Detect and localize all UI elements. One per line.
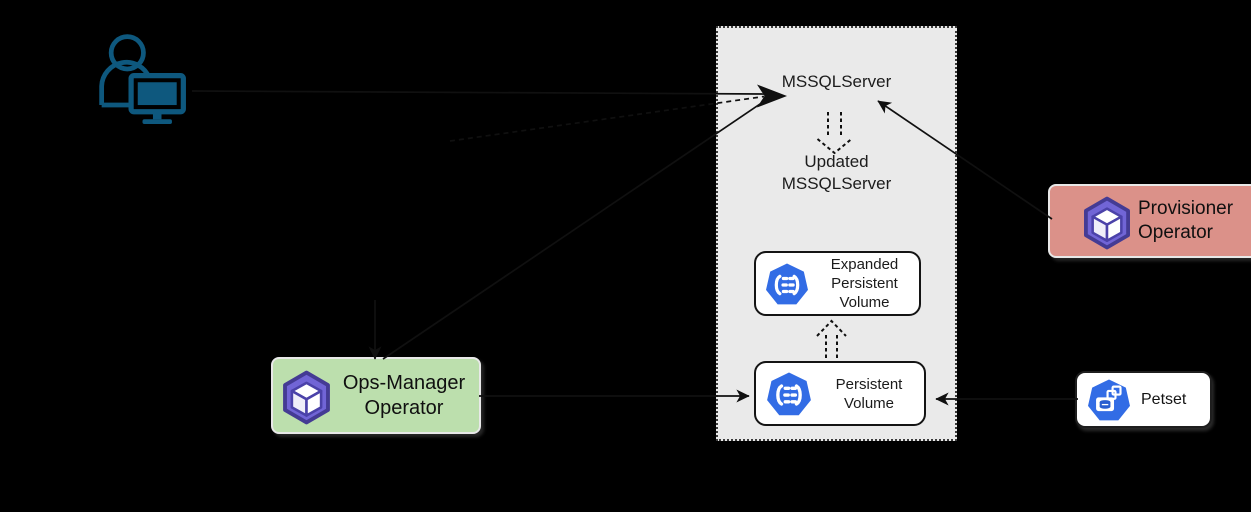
- epv-line1: Expanded: [830, 256, 899, 273]
- expanded-persistent-volume-node: Expanded Persistent Volume: [754, 251, 921, 316]
- pv-line2: Volume: [843, 394, 895, 412]
- operator-cube-icon: [1084, 196, 1130, 250]
- kubernetes-volume-icon: [767, 372, 811, 416]
- ops-manager-operator-node: Ops-Manager Operator: [271, 357, 481, 434]
- pv-line1: Persistent: [835, 375, 903, 393]
- arrow-ops-manager-to-mssqlserver: [382, 99, 767, 360]
- provisioner-line2: Operator: [1138, 222, 1213, 243]
- updated-mssqlserver-label: Updated MSSQLServer: [716, 151, 957, 195]
- kubernetes-petset-icon: [1088, 379, 1130, 421]
- kubernetes-volume-icon: [766, 263, 808, 305]
- petset-label: Petset: [1141, 390, 1187, 408]
- petset-node: Petset: [1075, 371, 1212, 428]
- epv-line2: Persistent: [831, 275, 898, 292]
- person-at-computer-icon: [99, 34, 186, 125]
- ops-manager-line1: Ops-Manager: [342, 371, 466, 394]
- arrow-user-to-mssqlserver: [191, 90, 765, 95]
- ops-manager-line2: Operator: [364, 396, 444, 419]
- operator-cube-icon: [283, 370, 330, 425]
- provisioner-line1: Provisioner: [1138, 198, 1234, 219]
- persistent-volume-node: Persistent Volume: [754, 361, 926, 426]
- updated-mssqlserver-line1: Updated: [804, 152, 869, 171]
- mssqlserver-label: MSSQLServer: [781, 72, 892, 91]
- epv-line3: Volume: [839, 294, 890, 311]
- updated-mssqlserver-line2: MSSQLServer: [781, 174, 892, 193]
- provisioner-operator-node: Provisioner Operator: [1048, 184, 1251, 258]
